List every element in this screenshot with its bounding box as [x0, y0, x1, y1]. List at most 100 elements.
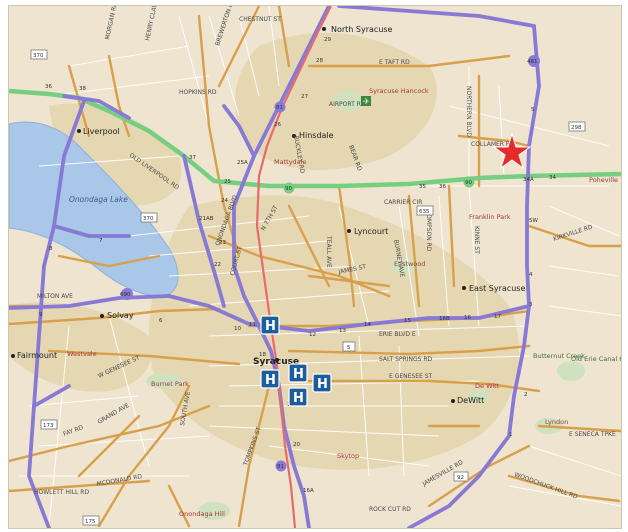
- label-hopkins-rd: HOPKINS RD: [179, 89, 217, 96]
- shield-81-south: 81: [275, 460, 287, 472]
- label-airport-rd: AIRPORT RD: [329, 101, 366, 108]
- map-viewport[interactable]: Onondaga Lake: [8, 5, 622, 529]
- dot-fairmount: [11, 354, 15, 358]
- onondaga-lake-label: Onondaga Lake: [69, 195, 128, 204]
- dot-dewitt: [451, 399, 455, 403]
- hospital-icon-1[interactable]: H: [260, 315, 280, 335]
- svg-text:92: 92: [457, 475, 464, 481]
- label-burnet-park: Burnet Park: [151, 380, 189, 388]
- svg-text:1: 1: [509, 432, 513, 438]
- svg-text:7: 7: [99, 238, 103, 244]
- dot-north-syracuse: [322, 27, 326, 31]
- label-howlett-hill-rd: HOWLETT HILL RD: [34, 489, 89, 496]
- svg-text:✈: ✈: [363, 97, 370, 106]
- exit-labels: 38 36 37 25A 25 24 23 22 21AB 26 27 28 2…: [39, 37, 556, 494]
- shield-90b: 90: [463, 176, 475, 188]
- svg-text:90: 90: [465, 180, 472, 186]
- svg-text:3: 3: [529, 302, 533, 308]
- svg-text:5: 5: [347, 345, 351, 351]
- shield-90: 90: [283, 182, 295, 194]
- dot-east-syracuse: [462, 286, 466, 290]
- shield-635: 635: [416, 205, 434, 216]
- label-north-syracuse: North Syracuse: [331, 25, 393, 34]
- label-eastwood: Eastwood: [394, 260, 425, 268]
- label-syracuse-hancock: Syracuse Hancock: [369, 87, 429, 95]
- dot-solvay: [100, 314, 104, 318]
- svg-text:24: 24: [221, 198, 228, 204]
- shield-92: 92: [453, 471, 469, 482]
- shield-81: 81: [274, 101, 286, 113]
- shield-173: 173: [40, 419, 58, 430]
- svg-text:37: 37: [189, 155, 196, 161]
- label-milton-ave: MILTON AVE: [37, 293, 73, 300]
- shield-370: 370: [30, 49, 48, 60]
- location-star-marker[interactable]: [492, 132, 532, 170]
- label-collamer-rd: COLLAMER RD: [471, 141, 515, 148]
- hospital-icon-3[interactable]: H: [260, 369, 280, 389]
- shield-175: 175: [82, 515, 100, 526]
- map-canvas[interactable]: Onondaga Lake: [9, 6, 621, 528]
- label-e-seneca-tpke: E SENECA TPKE: [569, 431, 616, 438]
- hospital-icon-5[interactable]: H: [288, 387, 308, 407]
- route-81-highlight: [255, 6, 332, 528]
- svg-text:6: 6: [159, 318, 163, 324]
- svg-text:298: 298: [571, 125, 582, 131]
- svg-text:21AB: 21AB: [199, 216, 214, 222]
- svg-text:18: 18: [259, 352, 266, 358]
- svg-text:H: H: [317, 377, 328, 392]
- label-fairmount: Fairmount: [17, 351, 57, 360]
- label-salt-springs-rd: SALT SPRINGS RD: [379, 356, 433, 363]
- hospital-icon-2[interactable]: H: [288, 363, 308, 383]
- hospital-icon-4[interactable]: H: [312, 373, 332, 393]
- svg-text:28: 28: [316, 58, 323, 64]
- svg-text:370: 370: [33, 53, 44, 59]
- label-de-witt: De Witt: [475, 382, 500, 390]
- svg-text:4: 4: [529, 272, 533, 278]
- svg-text:8: 8: [49, 246, 53, 252]
- airport-icon: ✈: [361, 96, 371, 106]
- label-thompson-rd: THOMPSON RD: [425, 205, 432, 252]
- dot-hinsdale: [292, 134, 296, 138]
- svg-text:35: 35: [419, 184, 426, 190]
- svg-text:22: 22: [214, 262, 221, 268]
- route-shields: 370 370 298 635 173 175 92 5 690 481 81 …: [30, 49, 586, 526]
- svg-text:15: 15: [404, 318, 411, 324]
- label-chestnut-st: CHESTNUT ST: [239, 16, 281, 23]
- label-e-genesee-st: E GENESEE ST: [389, 373, 433, 380]
- label-solvay: Solvay: [107, 311, 134, 320]
- svg-text:H: H: [265, 373, 276, 388]
- interstate-highways: [9, 6, 541, 528]
- label-old-erie-canal: Old Erie Canal Historic Park: [571, 355, 621, 363]
- label-teall-ave: TEALL AVE: [325, 235, 332, 268]
- svg-text:16B: 16B: [439, 316, 450, 322]
- shield-298: 298: [568, 121, 586, 132]
- svg-text:11: 11: [249, 322, 256, 328]
- svg-text:25A: 25A: [237, 160, 248, 166]
- label-mattydale: Mattydale: [274, 158, 306, 166]
- svg-text:81: 81: [276, 105, 283, 111]
- label-onondaga-hill: Onondaga Hill: [179, 510, 225, 518]
- label-lyncourt: Lyncourt: [354, 227, 388, 236]
- svg-text:175: 175: [85, 519, 96, 525]
- svg-text:2: 2: [524, 392, 528, 398]
- label-butternut-creek: Butternut Creek: [533, 352, 585, 360]
- svg-text:H: H: [293, 367, 304, 382]
- label-carrier-cir: CARRIER CIR: [384, 199, 422, 206]
- svg-text:29: 29: [324, 37, 331, 43]
- label-westvale: Westvale: [67, 350, 97, 358]
- svg-text:16: 16: [464, 315, 471, 321]
- svg-text:17: 17: [494, 314, 501, 320]
- svg-text:173: 173: [43, 423, 54, 429]
- svg-text:12: 12: [309, 332, 316, 338]
- label-hinsdale: Hinsdale: [299, 131, 334, 140]
- svg-text:20: 20: [293, 442, 300, 448]
- svg-text:34A: 34A: [523, 177, 534, 183]
- svg-text:690: 690: [120, 292, 131, 298]
- label-dewitt: DeWitt: [457, 396, 484, 405]
- place-labels: North Syracuse Syracuse Hancock Hinsdale…: [11, 25, 621, 518]
- svg-text:9: 9: [39, 312, 43, 318]
- svg-text:34: 34: [549, 175, 556, 181]
- label-northern-blvd: NORTHERN BLVD: [465, 86, 472, 137]
- svg-text:H: H: [265, 319, 276, 334]
- svg-text:36: 36: [45, 84, 52, 90]
